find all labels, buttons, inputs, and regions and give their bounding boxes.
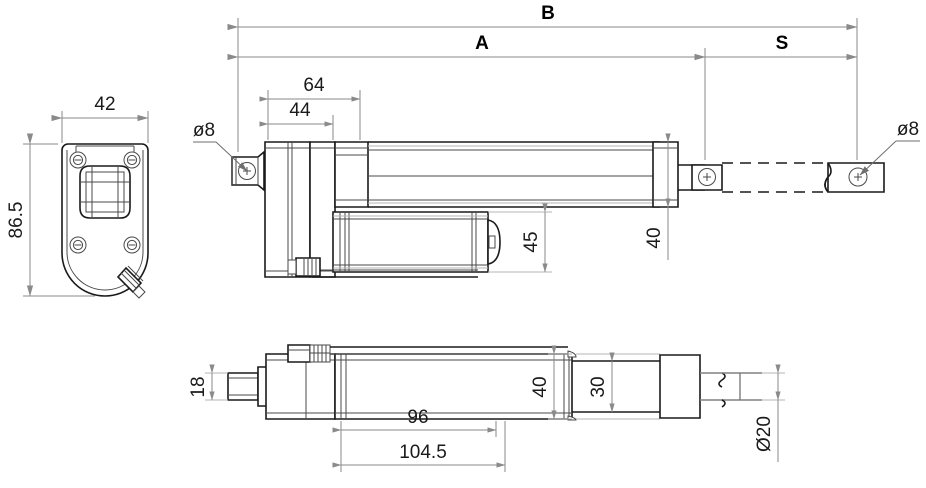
dim-label-86-5: 86.5 [6, 202, 27, 239]
dim-label-s: S [776, 33, 789, 54]
dim-label-b: B [541, 3, 555, 24]
dim-label-30: 30 [588, 376, 609, 397]
dimension-18: 18 [188, 364, 228, 401]
mounting-screw [69, 151, 87, 169]
dim-label-42: 42 [94, 94, 115, 115]
rear-spindle [227, 366, 269, 407]
dimension-96: 96 [332, 407, 497, 437]
dim-label-104-5: 104.5 [399, 442, 447, 463]
dim-label-a: A [475, 33, 489, 54]
dim-label-18: 18 [188, 376, 209, 397]
mounting-screw [123, 236, 141, 254]
dim-label-dia8-right: ø8 [897, 119, 919, 140]
diameter-callout-left: ø8 [193, 120, 248, 172]
dimension-stroke-s: S [694, 33, 858, 61]
mounting-screw [123, 151, 141, 169]
front-end-view: 42 86.5 [6, 94, 149, 299]
dim-label-64: 64 [303, 75, 325, 96]
dim-label-dia20: Ø20 [754, 416, 775, 452]
dimension-dia20: Ø20 [740, 364, 785, 462]
dimension-stroke-a: A [227, 33, 706, 160]
dimension-45: 45 [488, 203, 552, 273]
dimension-front-height: 86.5 [6, 133, 95, 297]
side-elevation-view: B A S 64 [193, 3, 920, 278]
mounting-screw [69, 236, 87, 254]
front-clevis-extended [824, 162, 885, 193]
dim-label-40-tube: 40 [530, 376, 551, 397]
dim-label-44: 44 [289, 100, 311, 121]
dimension-64: 64 [259, 75, 361, 140]
front-clevis-near [691, 164, 723, 191]
dimension-overall-b: B [227, 3, 858, 160]
cable-connector [287, 257, 321, 277]
dim-label-40-endcap: 40 [644, 227, 665, 248]
dimension-40-tube: 40 [530, 345, 572, 420]
dimension-front-width: 42 [51, 94, 149, 143]
dimension-40-endcap: 40 [644, 133, 671, 260]
dim-label-45: 45 [521, 231, 542, 252]
dim-label-96: 96 [407, 407, 428, 428]
top-plan-view: 18 40 30 Ø20 [188, 344, 785, 472]
dimension-30: 30 [588, 352, 615, 413]
dimension-44: 44 [259, 100, 334, 140]
dim-label-dia8-left: ø8 [193, 120, 215, 141]
dimension-104-5: 104.5 [332, 421, 506, 472]
diameter-callout-right: ø8 [859, 119, 920, 176]
top-screw-boss [287, 344, 331, 363]
cable-gland [116, 265, 146, 299]
